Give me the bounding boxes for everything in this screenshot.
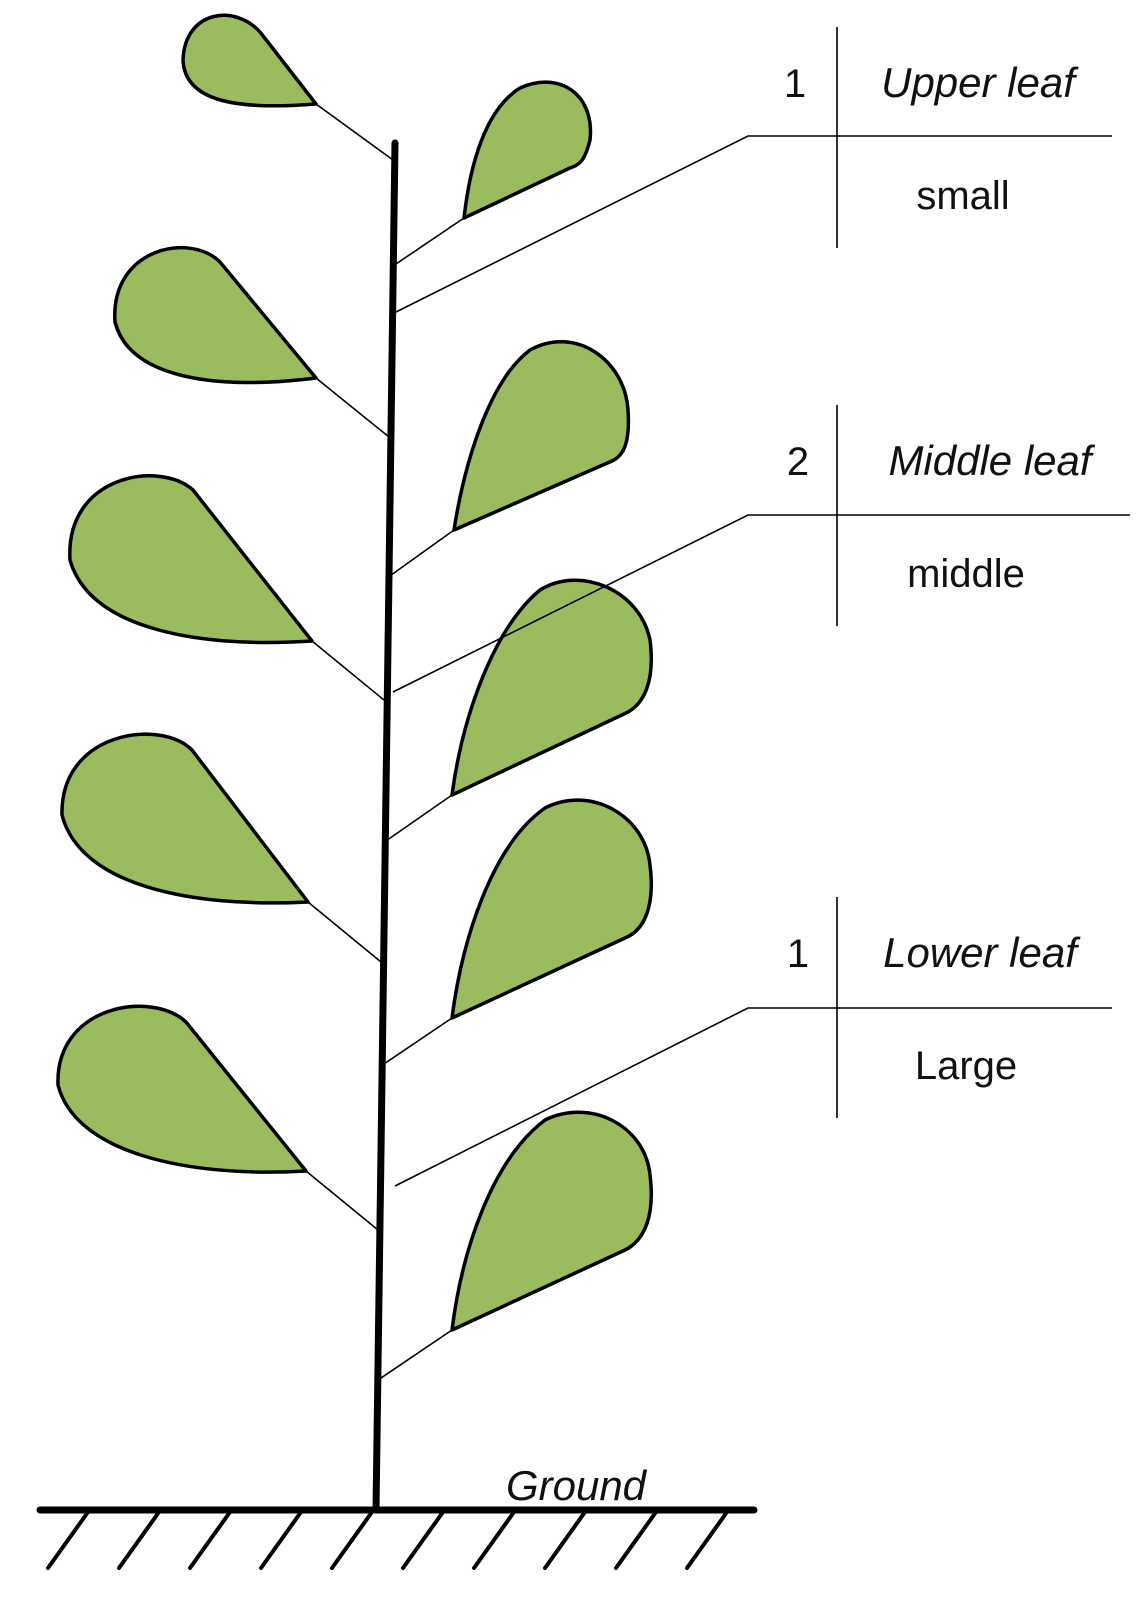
ground-hatch-line [685, 1510, 729, 1570]
ground-hatch-line [117, 1510, 161, 1570]
label-upper-size: small [916, 174, 1009, 218]
leaf-left-4 [60, 732, 310, 905]
leaf-left-1 [181, 13, 318, 108]
ground-hatching [46, 1510, 729, 1570]
ground-hatch-line [188, 1510, 232, 1570]
leader-lines [392, 135, 1130, 1187]
leaf-right-1 [462, 80, 593, 220]
label-lower-leaf: 1 Lower leaf Large [787, 897, 1081, 1118]
ground-hatch-line [46, 1510, 90, 1570]
leaves-left [56, 13, 318, 1174]
leaf-right-4 [450, 798, 653, 1020]
ground-hatch-line [614, 1510, 658, 1570]
label-lower-name: Lower leaf [883, 929, 1081, 976]
leaf-left-2 [113, 246, 318, 385]
label-middle-number: 2 [787, 440, 809, 484]
label-lower-size: Large [915, 1044, 1017, 1088]
ground-hatch-line [401, 1510, 445, 1570]
label-middle-size: middle [907, 552, 1025, 596]
label-lower-number: 1 [787, 932, 809, 976]
leaf-right-2 [452, 339, 631, 532]
ground-hatch-line [330, 1510, 374, 1570]
leaf-right-3 [450, 578, 653, 797]
leaf-left-3 [68, 474, 314, 645]
label-middle-name: Middle leaf [888, 437, 1095, 484]
stem [372, 139, 399, 1514]
label-upper-leaf: 1 Upper leaf small [784, 27, 1079, 248]
ground-label: Ground [506, 1462, 648, 1509]
petioles [305, 103, 465, 1381]
label-upper-name: Upper leaf [881, 59, 1079, 106]
label-middle-leaf: 2 Middle leaf middle [787, 405, 1096, 626]
leaf-right-5 [450, 1110, 653, 1332]
leaf-left-5 [56, 1004, 308, 1174]
label-upper-number: 1 [784, 62, 806, 106]
ground-hatch-line [259, 1510, 303, 1570]
ground-hatch-line [472, 1510, 516, 1570]
leaves-right [450, 80, 653, 1332]
ground-hatch-line [543, 1510, 587, 1570]
